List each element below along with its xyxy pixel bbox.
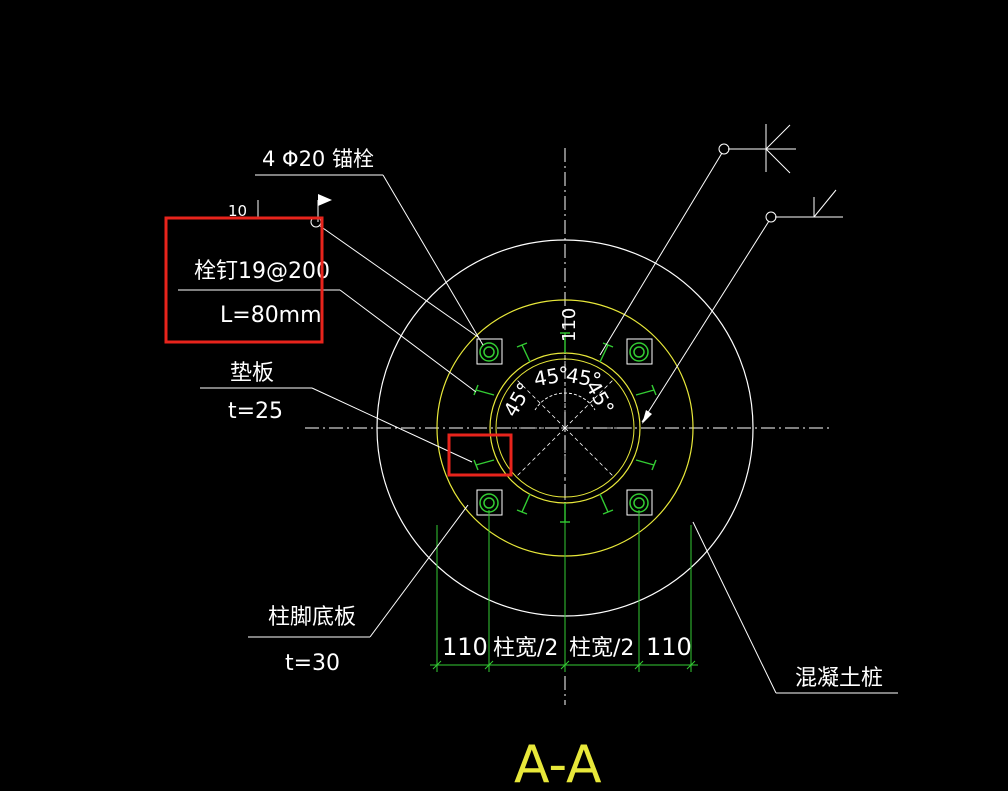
stud-detail-highlight (447, 433, 513, 477)
section-title: A-A (514, 735, 602, 791)
radial-angle-lines (496, 355, 634, 500)
stud-spec-highlight (164, 216, 324, 344)
pad-plate-label: 垫板 (230, 361, 274, 386)
dim-left-110: 110 (442, 633, 488, 661)
stud-left-lower (473, 459, 495, 471)
anchor-bolt-top-right (626, 338, 653, 365)
leader-arrow (642, 410, 652, 424)
stud-bottom-right (599, 493, 614, 515)
angle-arc (534, 392, 596, 411)
stud-top-left (516, 342, 531, 363)
top-offset-label: 110 (559, 308, 580, 342)
centerlines (305, 148, 833, 705)
dim-half-width-left: 柱宽/2 (493, 636, 558, 661)
pad-thickness-label: t=25 (228, 399, 283, 424)
stud-spec-label: 栓钉19@200 (194, 259, 330, 284)
dim-half-width-right: 柱宽/2 (569, 636, 634, 661)
shear-studs (473, 332, 657, 523)
weld-flag (318, 194, 332, 206)
stud-right-lower (635, 459, 657, 471)
base-thickness-label: t=30 (285, 651, 340, 676)
stud-left-upper (473, 384, 495, 396)
stud-length-label: L=80mm (220, 303, 322, 328)
anchor-bolt-top-left (476, 338, 503, 365)
stud-bottom-left (516, 493, 531, 515)
anchor-bolt-label: 4 Φ20 锚栓 (262, 147, 374, 171)
concrete-pile-label: 混凝土桩 (795, 666, 883, 691)
stud-top (560, 332, 570, 353)
stud-right-upper (635, 384, 657, 396)
dimension-lines (430, 505, 698, 672)
base-plate-label: 柱脚底板 (268, 605, 356, 630)
column-inner-outline (495, 358, 635, 498)
weld-size-label: 10 (228, 202, 247, 220)
dim-right-110: 110 (646, 633, 692, 661)
stud-top-right (599, 342, 614, 363)
